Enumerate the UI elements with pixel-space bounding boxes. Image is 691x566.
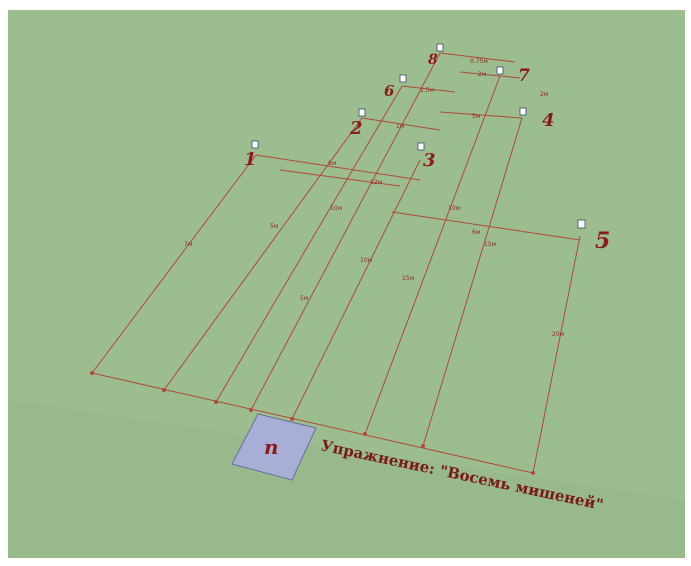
target-label-4: 4 (542, 110, 555, 131)
target-markers (251, 43, 586, 229)
dim-label: 20м (552, 331, 564, 338)
target-marker-3 (417, 142, 425, 151)
target-marker-6 (399, 74, 407, 83)
target-label-7: 7 (518, 66, 530, 86)
dim-label: 2м (478, 71, 486, 78)
target-label-6: 6 (384, 82, 395, 100)
target-label-2: 2 (349, 118, 363, 139)
dim-label: 10м (330, 205, 342, 212)
target-marker-7 (496, 66, 504, 75)
dim-label: 10м (448, 205, 460, 212)
target-marker-8 (436, 43, 444, 52)
dim-label: 10м (360, 257, 372, 264)
target-label-8: 8 (428, 52, 438, 68)
target-label-1: 1 (244, 149, 257, 170)
dim-label: 5м (300, 295, 308, 302)
dim-label: 1.5м (420, 87, 434, 94)
ground-shadow (8, 400, 685, 558)
dimension-labels: 0.75м 2м 1.5м 5м 1м 6м 12м 6м 10м 10м 15… (184, 58, 564, 338)
dim-label: 1м (396, 123, 404, 130)
target-label-3: 3 (423, 150, 436, 171)
dim-label: 15м (402, 275, 414, 282)
dim-label: 12м (370, 179, 382, 186)
target-label-5: 5 (595, 228, 610, 254)
target-marker-1 (251, 140, 259, 149)
target-marker-4 (519, 107, 527, 116)
start-box-label: п (264, 435, 279, 459)
target-marker-5 (577, 219, 586, 229)
dim-label: 5м (472, 113, 480, 120)
dim-label: 2м (540, 91, 548, 98)
dim-label: 6м (472, 229, 480, 236)
dim-label: 7м (184, 241, 192, 248)
start-box (231, 413, 317, 481)
dim-label: 0.75м (470, 58, 488, 65)
distance-lines (91, 52, 581, 474)
dim-label: 6м (328, 160, 336, 167)
dim-label: 5м (270, 223, 278, 230)
dim-label: 15м (484, 241, 496, 248)
target-marker-2 (358, 108, 366, 117)
baseline-arrowheads (90, 371, 535, 475)
